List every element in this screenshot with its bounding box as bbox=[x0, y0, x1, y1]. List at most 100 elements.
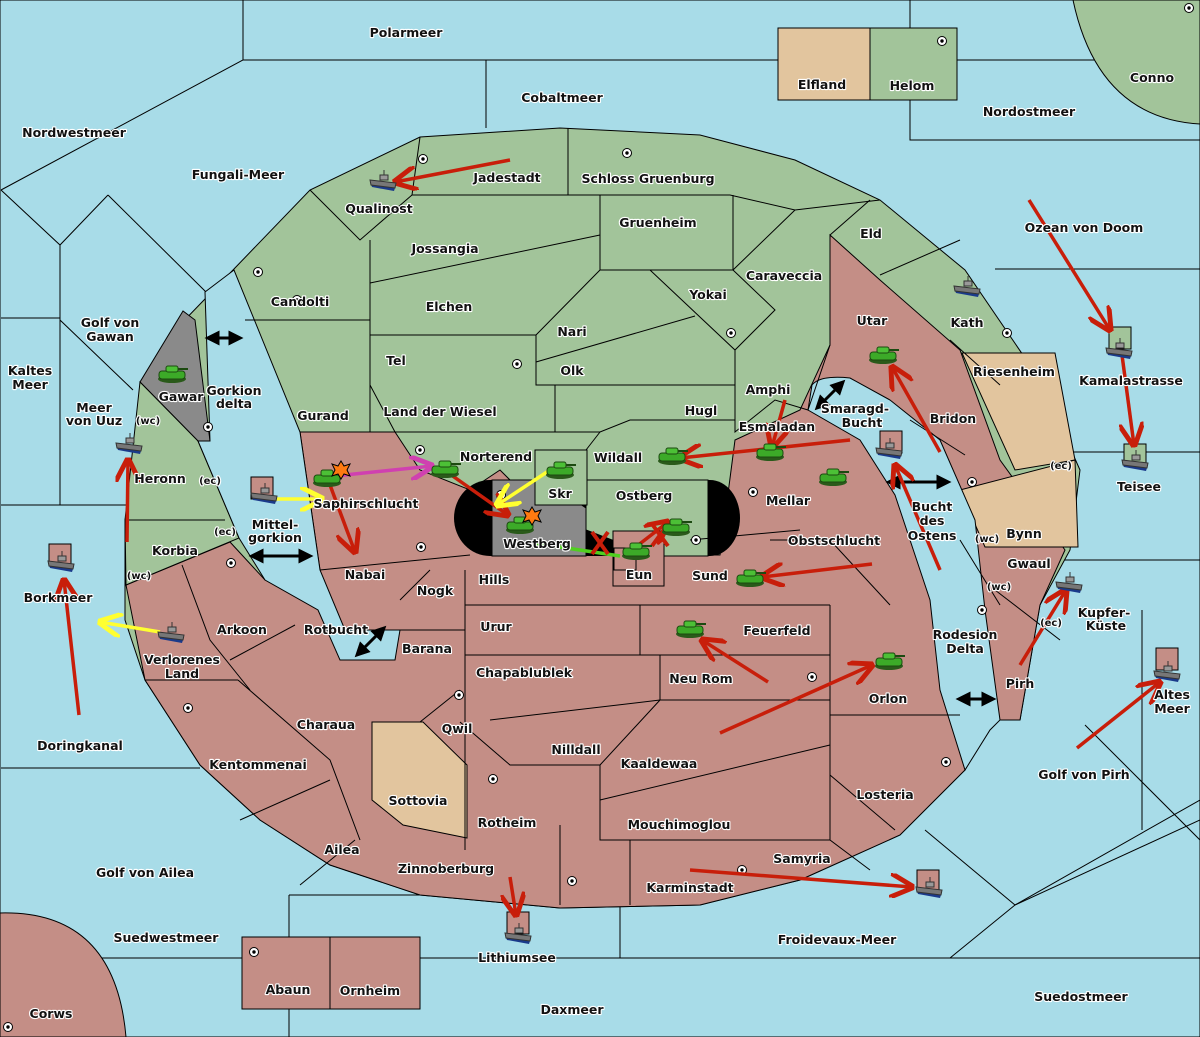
supply-center-icon bbox=[203, 422, 213, 432]
fleet-ship-icon[interactable] bbox=[47, 551, 75, 572]
army-tank-icon[interactable] bbox=[506, 516, 536, 534]
army-tank-icon[interactable] bbox=[869, 346, 899, 364]
territory-label: Daxmeer bbox=[540, 1002, 604, 1017]
supply-center-icon bbox=[454, 690, 464, 700]
supply-center-icon bbox=[488, 774, 498, 784]
territory-label: Kupfer- bbox=[1078, 605, 1131, 620]
territory-label: Gruenheim bbox=[619, 215, 696, 230]
territory-label: Fungali-Meer bbox=[192, 167, 285, 182]
territory-sottovia[interactable] bbox=[371, 721, 468, 839]
army-tank-icon[interactable] bbox=[756, 443, 786, 461]
territory-label: Doringkanal bbox=[37, 738, 123, 753]
supply-center-icon bbox=[416, 542, 426, 552]
coast-label: (ec) bbox=[1050, 461, 1072, 472]
territory-label: Chapablublek bbox=[476, 665, 573, 680]
territory-label: gorkion bbox=[248, 530, 302, 545]
fleet-ship-icon[interactable] bbox=[1121, 450, 1149, 471]
order-arrow-move bbox=[1122, 354, 1134, 445]
territory-label: Wildall bbox=[594, 450, 642, 465]
territory-label: Bridon bbox=[930, 411, 976, 426]
fleet-ship-icon[interactable] bbox=[915, 877, 943, 898]
order-arrow-move bbox=[510, 876, 516, 915]
territory-label: Borkmeer bbox=[24, 590, 94, 605]
territory-label: Urur bbox=[480, 619, 512, 634]
territory-label: Kath bbox=[951, 315, 984, 330]
fleet-ship-icon[interactable] bbox=[875, 438, 903, 459]
battle-explosion-icon bbox=[522, 506, 542, 526]
army-tank-icon[interactable] bbox=[676, 620, 706, 638]
territory-label: Smaragd- bbox=[821, 401, 889, 416]
territory-label: Elchen bbox=[426, 299, 473, 314]
army-tank-icon[interactable] bbox=[875, 652, 905, 670]
territory-label: Heronn bbox=[134, 471, 186, 486]
army-tank-icon[interactable] bbox=[431, 460, 461, 478]
battle-explosion-icon bbox=[331, 460, 351, 480]
supply-center-icon bbox=[622, 148, 632, 158]
army-tank-icon[interactable] bbox=[658, 447, 688, 465]
territory-label: Abaun bbox=[266, 982, 311, 997]
territory-label: Jossangia bbox=[410, 241, 478, 256]
bounce-x-icon bbox=[590, 530, 610, 556]
army-tank-icon[interactable] bbox=[736, 569, 766, 587]
territory-label: Bucht bbox=[912, 499, 953, 514]
order-arrow-move bbox=[127, 460, 128, 543]
fleet-ship-icon[interactable] bbox=[115, 433, 143, 454]
sea-gorkion-mittel bbox=[197, 269, 401, 661]
territory-label: Orlon bbox=[869, 691, 908, 706]
army-tank-icon[interactable] bbox=[662, 518, 692, 536]
supply-center-icon bbox=[1002, 328, 1012, 338]
territory-label: Gawan bbox=[86, 329, 134, 344]
territory-ornheim[interactable] bbox=[329, 936, 421, 1010]
order-arrow-move bbox=[1075, 682, 1160, 750]
territory-label: Ailea bbox=[324, 842, 359, 857]
territory-label: Polarmeer bbox=[370, 25, 444, 40]
territory-label: Caraveccia bbox=[746, 268, 822, 283]
fleet-ship-icon[interactable] bbox=[1055, 572, 1083, 593]
fleet-ship-icon[interactable] bbox=[369, 170, 397, 191]
sea-smaragd-bucht bbox=[807, 376, 1001, 772]
territory-label: Candolti bbox=[271, 294, 330, 309]
army-tank-icon[interactable] bbox=[622, 542, 652, 560]
supply-center-icon bbox=[512, 359, 522, 369]
territory-elfland[interactable] bbox=[777, 27, 871, 101]
coast-label: (wc) bbox=[987, 582, 1011, 593]
supply-center-icon bbox=[567, 876, 577, 886]
fleet-ship-icon[interactable] bbox=[953, 276, 981, 297]
order-arrow-move bbox=[892, 367, 942, 453]
territory-label: Gwaul bbox=[1007, 556, 1050, 571]
order-arrow-support bbox=[100, 622, 161, 632]
fleet-ship-icon[interactable] bbox=[1105, 338, 1133, 359]
order-arrow-move bbox=[64, 580, 81, 716]
order-arrow-move bbox=[772, 399, 785, 447]
territory-label: Golf von Ailea bbox=[96, 865, 194, 880]
territory-bynn[interactable] bbox=[959, 459, 1079, 548]
supply-center-icon bbox=[253, 267, 263, 277]
fleet-ship-icon[interactable] bbox=[504, 923, 532, 944]
territory-label: Nabai bbox=[345, 567, 386, 582]
supply-center-icon bbox=[226, 558, 236, 568]
territory-label: Gawar bbox=[159, 389, 205, 404]
territory-corws[interactable] bbox=[0, 912, 127, 1037]
supply-center-icon bbox=[183, 703, 193, 713]
territory-label: Karminstadt bbox=[646, 880, 733, 895]
coast-label: (ec) bbox=[214, 527, 236, 538]
army-tank-icon[interactable] bbox=[819, 468, 849, 486]
territory-label: delta bbox=[216, 396, 252, 411]
territory-label: Golf von bbox=[81, 315, 140, 330]
supply-center-icon bbox=[941, 757, 951, 767]
army-tank-icon[interactable] bbox=[546, 461, 576, 479]
territory-label: Altes bbox=[1154, 687, 1190, 702]
fleet-ship-icon[interactable] bbox=[250, 483, 278, 504]
supply-center-icon bbox=[967, 477, 977, 487]
coast-label: (ec) bbox=[1040, 618, 1062, 629]
territory-label: Yokai bbox=[688, 287, 727, 302]
army-tank-icon[interactable] bbox=[158, 365, 188, 383]
territory-label: Meer bbox=[1154, 701, 1190, 716]
territory-label: Kentommenai bbox=[209, 757, 307, 772]
territory-conno[interactable] bbox=[1072, 0, 1200, 125]
fleet-ship-icon[interactable] bbox=[157, 622, 185, 643]
territory-label: Qwil bbox=[442, 721, 473, 736]
fleet-ship-icon[interactable] bbox=[1153, 661, 1181, 682]
